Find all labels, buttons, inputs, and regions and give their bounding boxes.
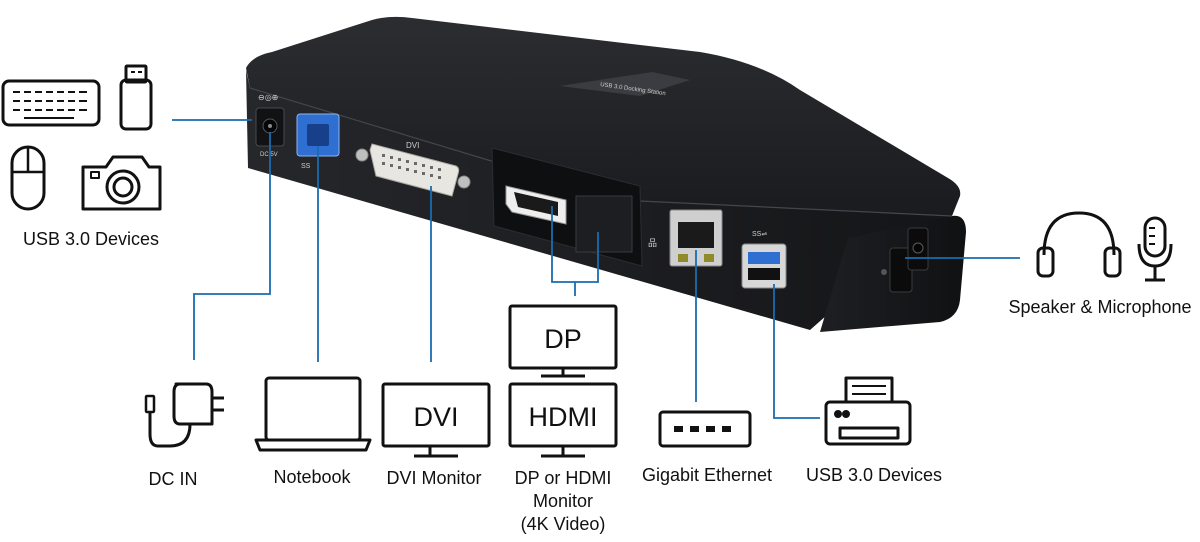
power-adapter-icon: [144, 382, 224, 448]
dvi-port: DVI: [355, 141, 471, 197]
printer-icon: [824, 376, 912, 446]
connector-lines: [172, 119, 1020, 419]
dp-monitor-text: DP: [544, 324, 582, 354]
camera-icon: [81, 155, 162, 211]
label-dp-hdmi-line2: Monitor: [532, 491, 594, 511]
label-notebook: Notebook: [273, 467, 351, 487]
dock-top-logo-plate: [560, 72, 690, 96]
laptop-icon: [254, 376, 372, 452]
label-dp-hdmi-line3: (4K Video): [520, 514, 606, 534]
hdmi-monitor-icon: HDMI: [508, 382, 618, 458]
label-gigabit-ethernet: Gigabit Ethernet: [641, 465, 773, 485]
line-usb-right: [773, 284, 820, 419]
usb-flash-drive-icon: [119, 64, 153, 131]
label-dp-hdmi-monitor: DP or HDMI Monitor (4K Video): [506, 467, 620, 536]
audio-jacks: [881, 227, 929, 293]
label-dp-hdmi-line1: DP or HDMI: [514, 468, 612, 488]
dp-monitor-icon: DP: [508, 304, 618, 378]
mouse-icon: [10, 145, 46, 211]
usb-b-port: SS: [296, 113, 340, 170]
lan-symbol: 品: [648, 238, 657, 248]
ethernet-port: 品: [648, 209, 723, 267]
hdmi-port-cover: [575, 195, 633, 253]
hdmi-monitor-text: HDMI: [529, 402, 598, 432]
keyboard-icon: [1, 79, 101, 127]
dvi-monitor-text: DVI: [413, 402, 458, 432]
displayport-port: [505, 185, 567, 225]
dc-port-label: DC 5V: [260, 152, 278, 158]
label-dvi-monitor: DVI Monitor: [386, 468, 482, 488]
dc-port-symbol: ⊖◎⊕: [258, 93, 278, 102]
ethernet-switch-icon: [658, 410, 752, 448]
usb-a-symbol: SS⇌: [752, 231, 767, 238]
line-dc-in: [193, 132, 271, 360]
dvi-monitor-icon: DVI: [381, 382, 491, 458]
dvi-port-label: DVI: [406, 141, 419, 150]
label-dc-in: DC IN: [148, 469, 198, 489]
dock-top-surface: [246, 16, 961, 216]
usb-a-port: SS⇌: [741, 231, 787, 289]
usb-b-symbol: SS: [301, 163, 311, 170]
label-speaker-microphone: Speaker & Microphone: [1008, 297, 1192, 317]
label-usb-devices-left: USB 3.0 Devices: [22, 229, 160, 249]
label-usb-devices-right: USB 3.0 Devices: [805, 465, 943, 485]
docking-station: USB 3.0 Docking Station ⊖◎⊕ DC 5V SS DVI: [246, 16, 966, 332]
headphones-icon: [1036, 211, 1122, 278]
microphone-icon: [1137, 216, 1173, 282]
